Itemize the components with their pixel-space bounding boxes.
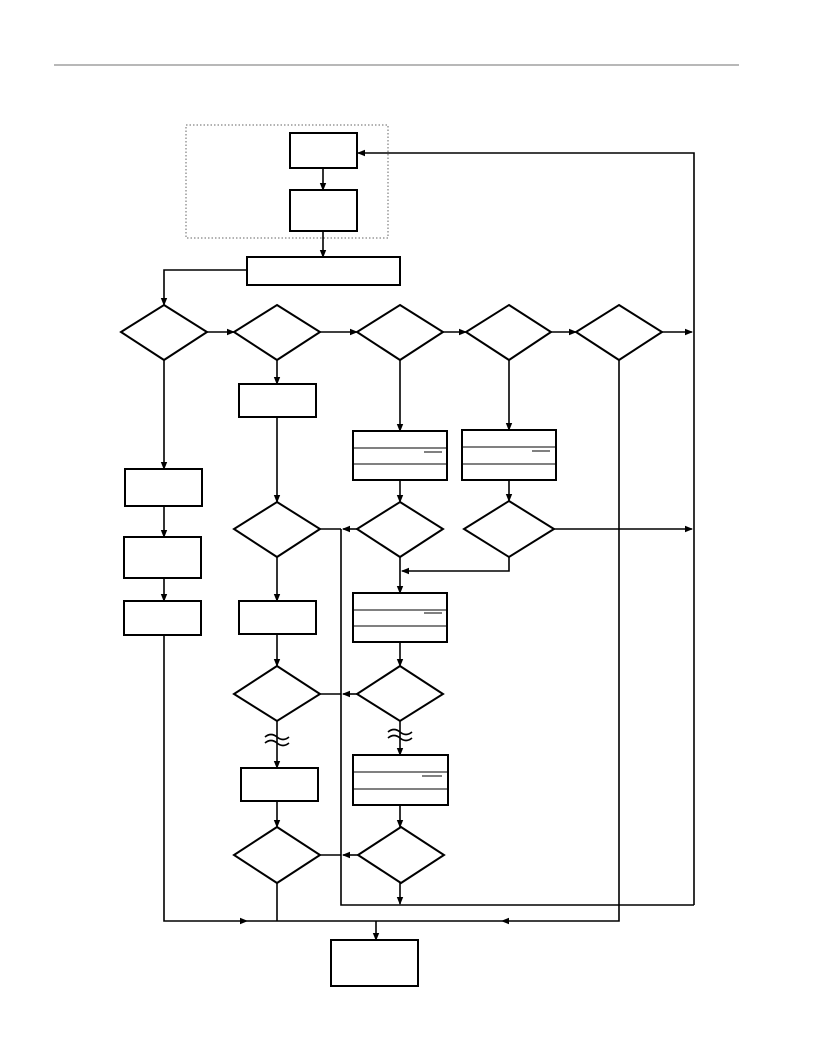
process-box — [124, 468, 203, 507]
decision-diamond — [355, 500, 445, 559]
decision-diamond — [464, 303, 553, 362]
process-box-wide — [246, 256, 401, 286]
decision-diamond — [356, 825, 446, 885]
process-box — [240, 767, 319, 802]
connector — [163, 635, 248, 925]
connector — [501, 360, 620, 925]
decision-nodes — [119, 303, 664, 885]
process-box — [238, 600, 317, 635]
end-box — [330, 939, 419, 987]
break-symbols — [264, 728, 413, 747]
break-symbol — [387, 734, 413, 742]
register-box — [352, 592, 448, 643]
connector — [401, 557, 510, 575]
decision-diamond — [355, 664, 445, 723]
register-box — [352, 430, 448, 481]
connector — [340, 529, 694, 906]
process-boxes — [123, 132, 419, 987]
connector — [160, 269, 247, 306]
decision-diamond — [232, 303, 322, 362]
register-box — [461, 429, 557, 481]
decision-diamond — [232, 825, 322, 885]
process-box — [289, 189, 358, 232]
process-box — [123, 536, 202, 579]
process-box — [238, 383, 317, 418]
connector — [357, 149, 695, 331]
decision-diamond — [355, 303, 445, 362]
decision-diamond — [462, 499, 556, 559]
break-symbol — [264, 739, 290, 747]
decision-diamond — [232, 664, 322, 723]
decision-diamond — [574, 303, 664, 362]
register-box — [352, 754, 449, 806]
break-symbol — [387, 728, 413, 736]
connectors — [160, 149, 695, 941]
break-symbol — [264, 733, 290, 741]
decision-diamond — [119, 303, 209, 362]
decision-diamond — [232, 500, 322, 559]
process-box — [123, 600, 202, 636]
register-boxes — [352, 429, 557, 806]
process-box — [289, 132, 358, 169]
